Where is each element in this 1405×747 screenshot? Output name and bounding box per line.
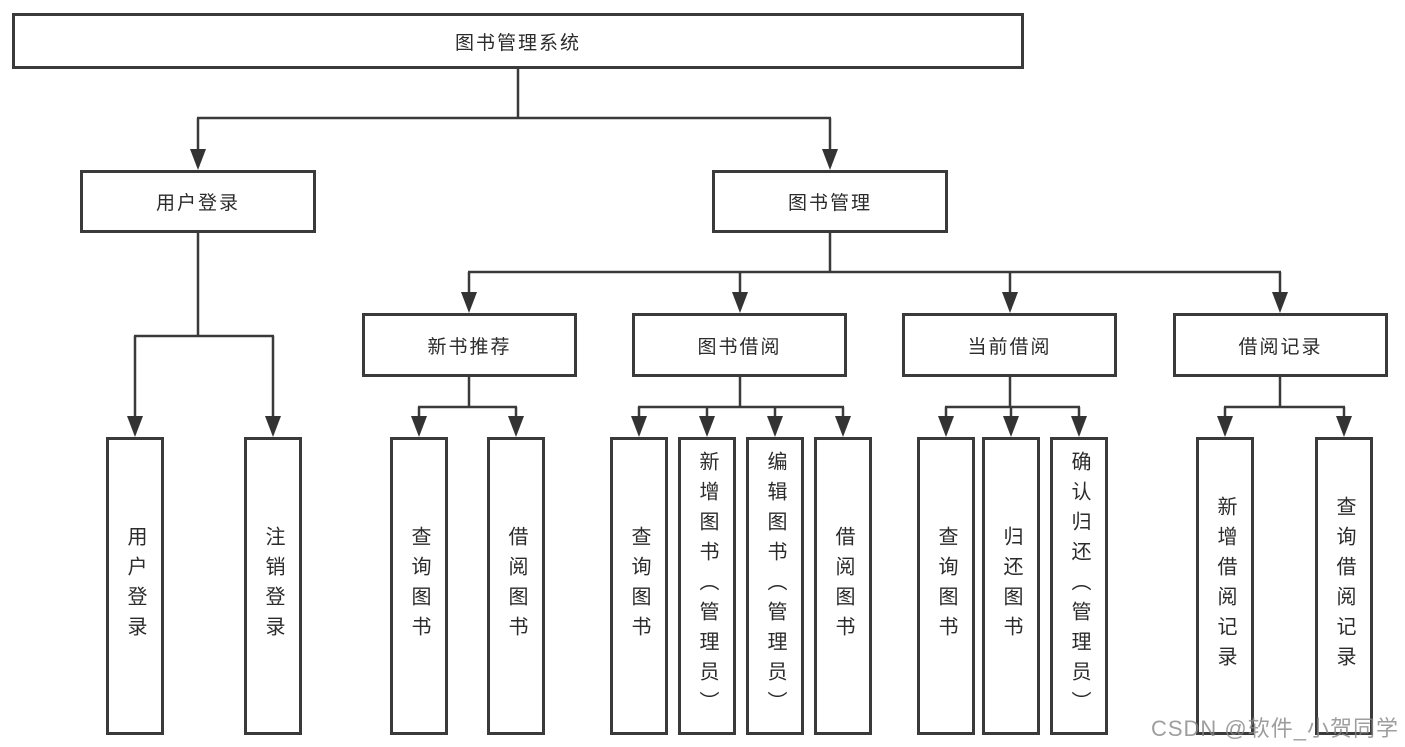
node-leaf-query-books-current-label: 查询图书 [935,526,957,646]
node-user-login-branch: 用户登录 [80,170,316,233]
node-leaf-user-login: 用户登录 [106,437,164,735]
node-book-borrowing-label: 图书借阅 [697,336,782,358]
node-root-label: 图书管理系统 [454,32,581,54]
node-leaf-return-book-label: 归还图书 [1000,526,1022,646]
node-book-management-label: 图书管理 [787,193,872,214]
node-leaf-confirm-return-admin: 确认归还（管理员） [1050,437,1108,735]
node-leaf-query-books-borrowing-label: 查询图书 [628,526,650,646]
node-borrowing-records-label: 借阅记录 [1238,336,1323,358]
node-leaf-borrow-books: 借阅图书 [814,437,872,735]
node-user-login-branch-label: 用户登录 [155,193,240,214]
node-leaf-logout: 注销登录 [244,437,302,735]
node-leaf-query-books-recommend-label: 查询图书 [408,526,430,646]
node-leaf-add-book-admin: 新增图书（管理员） [678,437,736,735]
node-leaf-query-books-borrowing: 查询图书 [610,437,668,735]
node-leaf-logout-label: 注销登录 [262,526,284,646]
node-leaf-query-books-recommend: 查询图书 [390,437,448,735]
node-book-borrowing: 图书借阅 [632,313,847,377]
node-leaf-user-login-label: 用户登录 [124,526,146,646]
csdn-watermark: CSDN @软件_小贺同学 [1150,716,1399,741]
node-leaf-add-borrow-record: 新增借阅记录 [1196,437,1254,735]
node-leaf-query-books-current: 查询图书 [917,437,975,735]
node-current-borrowing-label: 当前借阅 [967,336,1052,358]
node-leaf-borrow-books-recommend-label: 借阅图书 [505,526,527,646]
node-leaf-query-borrow-record-label: 查询借阅记录 [1333,496,1355,676]
node-new-book-recommendation: 新书推荐 [362,313,577,377]
node-leaf-return-book: 归还图书 [982,437,1040,735]
node-borrowing-records: 借阅记录 [1173,313,1388,377]
node-leaf-query-borrow-record: 查询借阅记录 [1315,437,1373,735]
node-book-management: 图书管理 [712,170,948,233]
node-leaf-borrow-books-label: 借阅图书 [832,526,854,646]
node-leaf-add-book-admin-label: 新增图书（管理员） [696,451,718,721]
node-leaf-add-borrow-record-label: 新增借阅记录 [1214,496,1236,676]
node-leaf-edit-book-admin: 编辑图书（管理员） [746,437,804,735]
node-root: 图书管理系统 [12,13,1024,69]
node-new-book-recommendation-label: 新书推荐 [427,336,512,358]
node-leaf-confirm-return-admin-label: 确认归还（管理员） [1068,451,1090,721]
node-current-borrowing: 当前借阅 [902,313,1117,377]
arrowheads [127,149,1352,437]
node-leaf-borrow-books-recommend: 借阅图书 [487,437,545,735]
node-leaf-edit-book-admin-label: 编辑图书（管理员） [764,451,786,721]
